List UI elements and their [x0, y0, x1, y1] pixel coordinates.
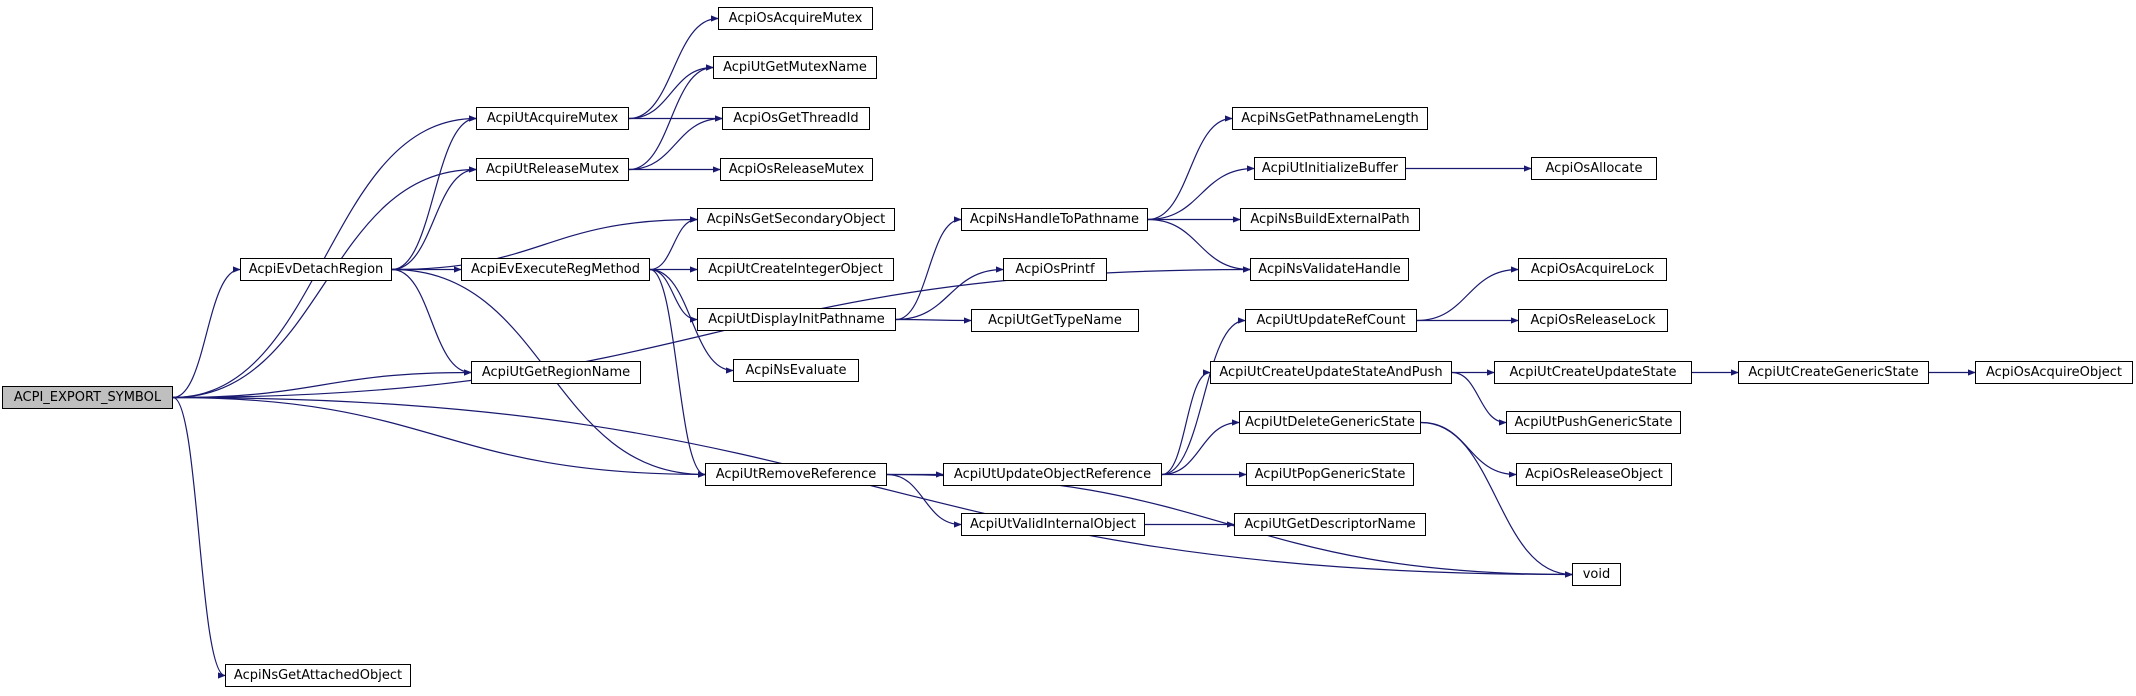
node-acpiutdeletegenericstate[interactable]: AcpiUtDeleteGenericState	[1239, 411, 1421, 434]
edge-n5-to-n11	[649, 216, 698, 271]
edge-n0-to-n15	[172, 396, 706, 478]
node-acpiosprintf[interactable]: AcpiOsPrintf	[1003, 258, 1107, 281]
node-acpiosgetthreadid[interactable]: AcpiOsGetThreadId	[722, 107, 870, 130]
node-acpinshandletopathname[interactable]: AcpiNsHandleToPathname	[961, 208, 1148, 231]
node-acpinsgetsecondaryobject[interactable]: AcpiNsGetSecondaryObject	[697, 208, 895, 231]
edge-n26-to-n34	[1451, 371, 1507, 426]
edge-n0-to-n38	[172, 396, 1573, 578]
node-acpiutgetmutexname[interactable]: AcpiUtGetMutexName	[713, 56, 877, 79]
edge-n0-to-n2	[172, 396, 226, 679]
edge-n13-to-n17	[895, 266, 1004, 321]
node-acpiosallocate[interactable]: AcpiOsAllocate	[1531, 157, 1657, 180]
node-acpiutpopgenericstate[interactable]: AcpiUtPopGenericState	[1246, 463, 1414, 486]
node-acpiutgetdescriptorname[interactable]: AcpiUtGetDescriptorName	[1234, 513, 1426, 536]
edge-n27-to-n35	[1420, 421, 1517, 478]
node-acpiutdisplayinitpathname[interactable]: AcpiUtDisplayInitPathname	[697, 308, 896, 331]
node-acpiosacquiremutex[interactable]: AcpiOsAcquireMutex	[718, 7, 873, 30]
node-acpiutupdaterefcount[interactable]: AcpiUtUpdateRefCount	[1245, 309, 1417, 332]
edge-n4-to-n9	[628, 115, 723, 171]
edge-n4-to-n8	[628, 64, 714, 171]
node-acpiutvalidinternalobject[interactable]: AcpiUtValidInternalObject	[961, 513, 1145, 536]
edge-n5-to-n13	[649, 268, 698, 323]
edge-n3-to-n8	[628, 64, 714, 120]
edge-n25-to-n31	[1416, 266, 1519, 322]
edge-n13-to-n18	[895, 317, 972, 324]
node-acpiosreleasemutex[interactable]: AcpiOsReleaseMutex	[720, 158, 873, 181]
node-acpiutreleasemutex[interactable]: AcpiUtReleaseMutex	[476, 158, 629, 181]
node-acpinsvalidatehandle[interactable]: AcpiNsValidateHandle	[1250, 258, 1409, 281]
edge-n16-to-n24	[1147, 218, 1251, 273]
node-acpiutremovereference[interactable]: AcpiUtRemoveReference	[705, 463, 887, 486]
node-acpinsgetattachedobject[interactable]: AcpiNsGetAttachedObject	[225, 664, 411, 687]
edge-n1-to-n3	[391, 115, 477, 271]
edge-n5-to-n15	[649, 268, 706, 478]
edge-n1-to-n11	[391, 216, 698, 271]
node-acpiutgetregionname[interactable]: AcpiUtGetRegionName	[471, 361, 641, 384]
node-acpiosacquireobject[interactable]: AcpiOsAcquireObject	[1975, 361, 2133, 384]
node-acpiutpushgenericstate[interactable]: AcpiUtPushGenericState	[1506, 411, 1681, 434]
node-acpiutupdateobjectreference[interactable]: AcpiUtUpdateObjectReference	[943, 463, 1162, 486]
node-acpievdetachregion[interactable]: AcpiEvDetachRegion	[240, 258, 392, 281]
node-acpiosreleaseobject[interactable]: AcpiOsReleaseObject	[1516, 463, 1672, 486]
edge-n19-to-n27	[1161, 419, 1240, 476]
edge-n16-to-n22	[1147, 165, 1255, 221]
edge-n0-to-n6	[172, 369, 472, 399]
edge-n0-to-n24	[172, 266, 1251, 399]
edge-n0-to-n4	[172, 166, 477, 399]
edge-n0-to-n1	[172, 266, 241, 399]
node-acpi-export-symbol[interactable]: ACPI_EXPORT_SYMBOL	[2, 386, 173, 409]
edge-n27-to-n38	[1420, 421, 1573, 578]
node-acpiosacquirelock[interactable]: AcpiOsAcquireLock	[1518, 258, 1667, 281]
edge-n19-to-n26	[1161, 369, 1211, 476]
node-acpiutcreateintegerobject[interactable]: AcpiUtCreateIntegerObject	[697, 258, 894, 281]
node-acpinsbuildexternalpath[interactable]: AcpiNsBuildExternalPath	[1240, 208, 1420, 231]
node-acpievexecuteregmethod[interactable]: AcpiEvExecuteRegMethod	[461, 258, 650, 281]
edge-n16-to-n21	[1147, 115, 1233, 221]
node-acpiutinitializebuffer[interactable]: AcpiUtInitializeBuffer	[1254, 157, 1406, 180]
edge-n5-to-n14	[649, 268, 734, 374]
node-void[interactable]: void	[1572, 563, 1621, 586]
node-acpiutcreategenericstate[interactable]: AcpiUtCreateGenericState	[1738, 361, 1929, 384]
node-acpiutgettypename[interactable]: AcpiUtGetTypeName	[971, 309, 1139, 332]
node-acpinsgetpathnamelength[interactable]: AcpiNsGetPathnameLength	[1232, 107, 1428, 130]
node-acpinsevaluate[interactable]: AcpiNsEvaluate	[733, 359, 859, 382]
node-acpiosreleaselock[interactable]: AcpiOsReleaseLock	[1518, 309, 1668, 332]
edge-n1-to-n4	[391, 166, 477, 271]
node-acpiutcreateupdatestate[interactable]: AcpiUtCreateUpdateState	[1494, 361, 1692, 384]
edge-n1-to-n6	[391, 268, 472, 376]
node-acpiutcreateupdatestateandpush[interactable]: AcpiUtCreateUpdateStateAndPush	[1210, 361, 1452, 384]
edge-n13-to-n16	[895, 216, 962, 321]
edge-n3-to-n7	[628, 15, 719, 120]
edge-n15-to-n20	[886, 473, 962, 528]
edge-n19-to-n25	[1161, 317, 1246, 476]
node-acpiutacquiremutex[interactable]: AcpiUtAcquireMutex	[476, 107, 629, 130]
